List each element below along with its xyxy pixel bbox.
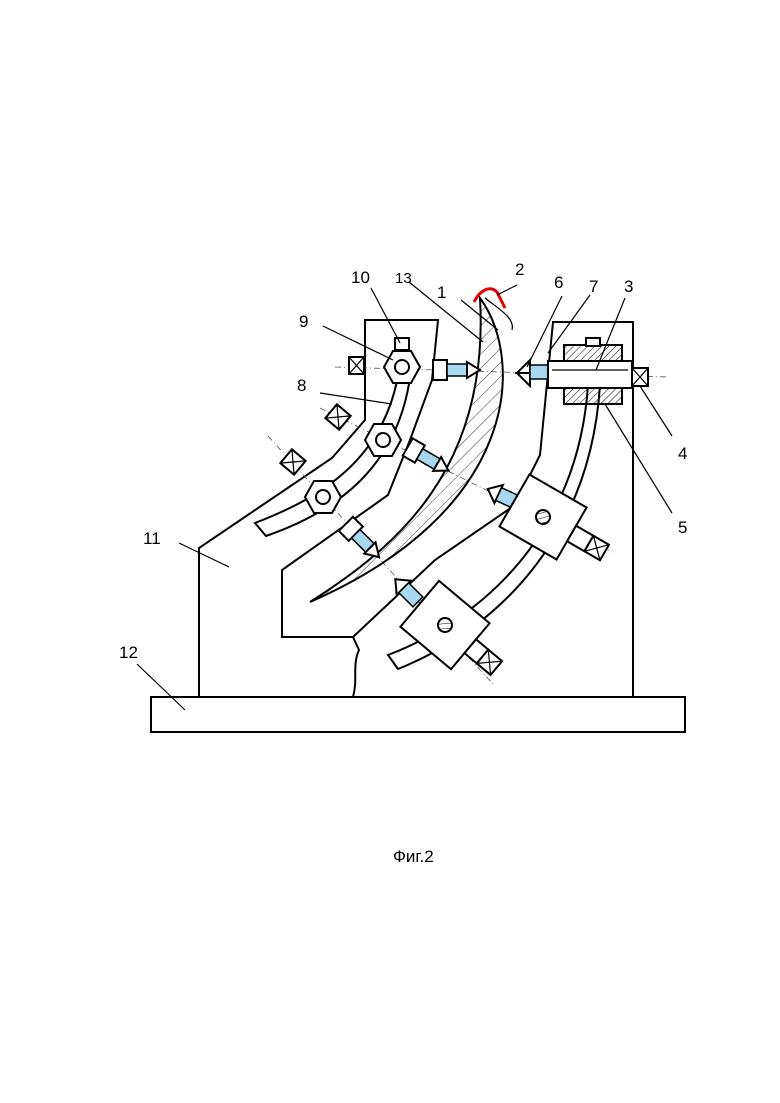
figure-caption: Фиг.2 (393, 847, 434, 866)
clamp-block (499, 475, 619, 579)
clamp-box (280, 449, 305, 474)
label-8: 8 (297, 376, 306, 395)
support-screw (517, 360, 548, 386)
label-6: 6 (554, 273, 563, 292)
label-4: 4 (678, 444, 687, 463)
base-plate (151, 697, 685, 732)
label-2: 2 (515, 260, 524, 279)
clamp-box (325, 404, 350, 429)
label-1: 1 (437, 283, 446, 302)
hex-nut (365, 424, 401, 456)
hex-nut (305, 481, 341, 513)
hex-nut (384, 338, 420, 383)
clamp-box (349, 357, 364, 374)
support-screw (433, 360, 480, 380)
label-13: 13 (395, 270, 412, 287)
label-5: 5 (678, 518, 687, 537)
blade-tip-mark (474, 289, 505, 308)
label-10: 10 (351, 268, 370, 287)
label-7: 7 (589, 277, 598, 296)
label-3: 3 (624, 277, 633, 296)
label-9: 9 (299, 312, 308, 331)
label-12: 12 (119, 643, 138, 662)
support-screw (339, 517, 386, 564)
label-11: 11 (143, 529, 161, 548)
